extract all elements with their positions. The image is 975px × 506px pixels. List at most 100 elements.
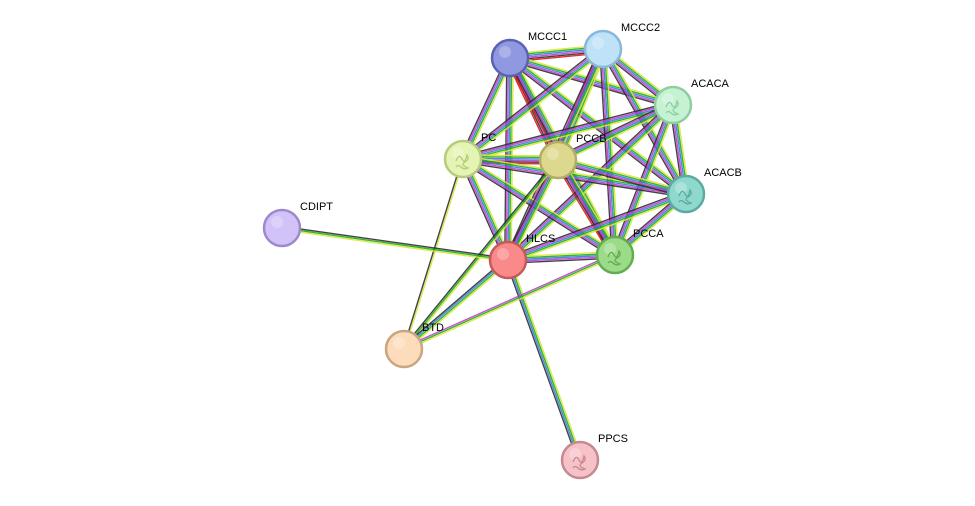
edge-evidence-line [557, 160, 686, 197]
edge-evidence-line [462, 102, 673, 159]
edge-evidence-line [402, 158, 463, 349]
node-highlight [569, 448, 581, 460]
node-highlight [499, 46, 511, 58]
edge-evidence-line [462, 158, 616, 256]
edge-evidence-line [462, 48, 604, 160]
node-label: CDIPT [300, 201, 333, 213]
node-mccc1[interactable]: MCCC1 [490, 31, 567, 78]
node-label: ACACA [691, 78, 730, 90]
edge-evidence-line [462, 104, 674, 160]
node-pcca[interactable]: PCCA [595, 228, 664, 275]
edge-evidence-line [509, 258, 583, 460]
node-label: MCCC1 [528, 31, 567, 43]
node-label: PCCA [633, 228, 664, 240]
edge-evidence-line [507, 191, 686, 260]
edge-evidence-line [404, 159, 465, 350]
edge-evidence-line [557, 159, 687, 195]
edge-mccc2-pc[interactable] [460, 45, 606, 163]
edge-evidence-line [508, 259, 582, 460]
node-circle[interactable] [583, 29, 623, 69]
node-circle[interactable] [538, 140, 578, 180]
node-label: MCCC2 [621, 22, 660, 34]
node-hlcs[interactable]: HLCS [488, 233, 555, 280]
edge-evidence-line [508, 196, 688, 264]
node-label: PCCB [576, 133, 607, 145]
edge-evidence-line [404, 255, 616, 352]
node-btd[interactable]: BTD [384, 322, 444, 369]
edge-evidence-line [506, 103, 673, 260]
edge-acaca-pccb[interactable] [556, 101, 675, 164]
node-highlight [675, 182, 687, 194]
node-pc[interactable]: PC [443, 132, 496, 179]
node-highlight [393, 337, 405, 349]
edge-hlcs-ppcs[interactable] [505, 258, 583, 462]
edge-evidence-line [460, 45, 602, 158]
edge-evidence-line [508, 105, 675, 262]
node-label: BTD [422, 322, 444, 334]
node-circle[interactable] [490, 38, 530, 78]
node-circle[interactable] [443, 139, 483, 179]
protein-structure-icon [678, 188, 693, 205]
edge-evidence-line [600, 49, 615, 256]
edge-evidence-line [556, 101, 672, 158]
node-label: HLCS [526, 233, 555, 245]
node-label: ACACB [704, 167, 742, 179]
protein-structure-icon [607, 249, 622, 266]
node-circle[interactable] [384, 329, 424, 369]
edge-evidence-line [401, 257, 507, 348]
node-circle[interactable] [666, 174, 706, 214]
edge-evidence-line [464, 50, 606, 163]
edge-evidence-line [558, 156, 688, 192]
edge-evidence-line [506, 190, 686, 258]
edge-evidence-line [281, 228, 508, 263]
edge-evidence-line [558, 105, 674, 163]
node-acaca[interactable]: ACACA [653, 78, 730, 125]
edge-evidence-line [507, 193, 687, 261]
edge-evidence-line [403, 254, 616, 350]
node-circle[interactable] [560, 440, 600, 480]
node-acacb[interactable]: ACACB [666, 167, 742, 214]
edge-evidence-line [404, 260, 509, 351]
edge-evidence-line [509, 106, 676, 263]
node-circle[interactable] [488, 240, 528, 280]
node-highlight [662, 93, 674, 105]
node-highlight [271, 216, 283, 228]
edge-evidence-line [463, 105, 674, 162]
node-cdipt[interactable]: CDIPT [262, 201, 333, 248]
node-mccc2[interactable]: MCCC2 [583, 22, 660, 69]
edge-evidence-line [464, 155, 618, 253]
edge-evidence-line [561, 50, 608, 162]
node-highlight [604, 243, 616, 255]
edge-pc-btd[interactable] [402, 158, 465, 350]
node-circle[interactable] [595, 235, 635, 275]
protein-structure-icon [572, 454, 587, 471]
node-highlight [592, 37, 604, 49]
node-circle[interactable] [653, 85, 693, 125]
edge-evidence-line [404, 160, 560, 351]
edge-hlcs-cdipt[interactable] [281, 225, 509, 263]
edge-evidence-line [403, 252, 615, 349]
edge-evidence-line [462, 158, 687, 195]
node-ppcs[interactable]: PPCS [560, 433, 628, 480]
edge-evidence-line [508, 194, 687, 263]
edge-hlcs-btd[interactable] [401, 257, 511, 352]
edge-pccb-acacb[interactable] [556, 156, 688, 198]
node-pccb[interactable]: PCCB [538, 133, 607, 180]
edge-evidence-line [463, 157, 617, 255]
edge-evidence-line [603, 47, 688, 194]
edge-evidence-line [557, 104, 674, 161]
protein-structure-icon [455, 153, 470, 170]
edge-evidence-line [402, 158, 558, 349]
edge-acacb-hlcs[interactable] [506, 190, 688, 264]
protein-structure-icon [665, 99, 680, 116]
edge-evidence-line [463, 49, 605, 161]
node-circle[interactable] [262, 208, 302, 248]
edge-evidence-line [405, 261, 511, 352]
edge-evidence-line [282, 225, 509, 260]
edge-pcca-btd[interactable] [403, 252, 616, 352]
edge-evidence-line [556, 162, 686, 198]
edge-evidence-line [461, 47, 603, 159]
edge-evidence-line [505, 260, 579, 462]
